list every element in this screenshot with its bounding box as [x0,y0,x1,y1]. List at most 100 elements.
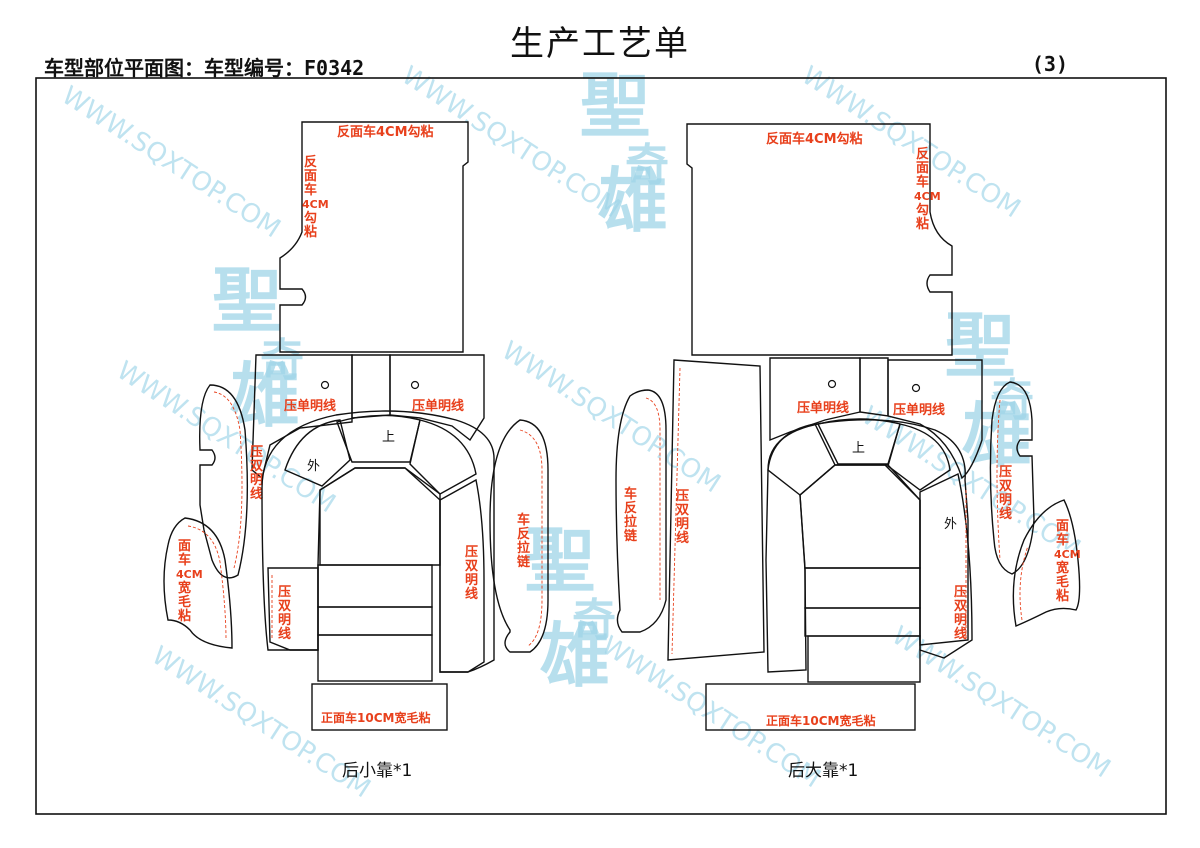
watermark-brand-char: 奇 [625,140,669,191]
svg-text:明: 明 [676,517,689,532]
sheet-frame [35,77,1167,815]
svg-text:压: 压 [278,585,291,600]
svg-text:宽: 宽 [177,580,191,596]
svg-text:双: 双 [465,559,478,574]
svg-text:粘: 粘 [915,216,929,232]
right-reverse-zipper: 车 反 拉 链 [623,486,638,544]
left-top-panel-side-label: 反 面 车 4CM 勾 粘 [302,154,329,240]
left-seat-right-arc [409,419,477,495]
svg-text:面: 面 [178,539,191,554]
page-number: (3) [1031,52,1068,76]
right-top-panel-side-label: 反 面 车 4CM 勾 粘 [914,146,941,232]
left-inner-left-strip [267,567,319,651]
left-press-double-inner-right: 压 双 明 线 [465,545,478,602]
svg-text:车: 车 [304,182,317,198]
watermark-brand-char: 聖 [212,259,282,342]
svg-text:面: 面 [304,169,317,184]
right-hole-mark [911,383,921,393]
right-bottom-strip [705,683,916,731]
left-small-bottom-piece [163,517,233,649]
watermark-brand-char: 聖 [525,519,595,602]
right-up-mark: 上 [852,441,865,456]
svg-text:反: 反 [624,500,637,516]
svg-text:压: 压 [954,585,967,600]
left-far-side-strip [199,384,249,579]
svg-text:勾: 勾 [916,202,929,218]
svg-text:压: 压 [465,545,478,560]
svg-text:压: 压 [250,445,263,460]
right-small-bottom-piece [1012,499,1081,627]
svg-text:双: 双 [954,599,967,614]
svg-text:拉: 拉 [624,514,637,530]
left-bottom-strip [311,683,448,731]
watermark-brand-char: 奇 [990,375,1034,426]
svg-text:双: 双 [676,503,689,518]
svg-text:线: 线 [999,506,1012,522]
document-title: 生产工艺单 [510,24,690,64]
left-reverse-zipper: 车 反 拉 链 [516,512,531,570]
svg-text:明: 明 [954,613,967,628]
right-far-side-strip [989,381,1035,575]
svg-text:线: 线 [250,486,263,502]
left-stack-rect-1 [317,564,433,608]
right-press-double-inner-right: 压 双 明 线 [954,585,967,642]
svg-text:压: 压 [999,465,1012,480]
watermark-layer: WWW.SQXTOP.COM WWW.SQXTOP.COM WWW.SQXTOP… [56,61,1115,805]
right-seat-left-arc [767,423,836,496]
left-pattern-group: 反面车4CM勾粘 反 面 车 4CM 勾 粘 压单明线 压单明线 压 双 明 线 [163,121,549,781]
watermark-brand-char: 雄 [598,159,668,242]
svg-text:明: 明 [250,473,263,488]
svg-text:毛: 毛 [178,594,191,610]
right-zipper-curve-piece [615,389,667,633]
svg-text:车: 车 [624,486,637,502]
left-seat-shell [261,410,495,673]
watermark-brand-char: 聖 [945,304,1015,387]
svg-text:明: 明 [465,573,478,588]
svg-text:反: 反 [517,526,530,542]
left-upper-right-piece [389,354,485,442]
svg-text:毛: 毛 [1056,574,1069,590]
left-zipper-curve-piece [489,419,549,653]
svg-text:勾: 勾 [304,210,317,226]
right-seat-right-arc [887,423,951,491]
watermark-brand-char: 奇 [260,335,304,386]
left-face-wide-velcro: 面 车 4CM 宽 毛 粘 [176,539,203,624]
svg-text:4CM: 4CM [176,568,203,581]
watermark-brand-char: 聖 [580,64,650,147]
watermark-url: WWW.SQXTOP.COM [111,356,340,520]
left-top-panel-label: 反面车4CM勾粘 [337,124,434,140]
left-inner-right-strip [439,478,485,673]
svg-text:4CM: 4CM [1054,548,1081,561]
right-press-double-side: 压 双 明 线 [999,465,1012,522]
svg-text:反: 反 [916,146,929,162]
right-tall-panel [667,359,765,661]
svg-text:线: 线 [465,586,478,602]
svg-text:线: 线 [954,626,967,642]
svg-text:车: 车 [916,174,929,190]
right-inner-right-strip [919,472,973,659]
svg-text:粘: 粘 [177,608,191,624]
left-stack-rect-2 [317,606,433,636]
left-press-double-side: 压 双 明 线 [250,445,263,502]
right-press-single-left: 压单明线 [797,400,849,416]
left-upper-center-strip [351,354,391,419]
left-seat-inner-arc [284,419,351,487]
watermark-brand-char: 奇 [572,595,616,646]
right-layout-caption: 后大靠*1 [788,761,858,781]
svg-text:车: 车 [178,552,191,568]
right-pattern-group: 反面车4CM勾粘 反 面 车 4CM 勾 粘 压单明线 压单明线 车 反 拉 链 [615,123,1081,781]
left-hole-mark [410,380,420,390]
right-bottom-strip-label: 正面车10CM宽毛粘 [766,713,875,728]
svg-text:宽: 宽 [1055,560,1069,576]
left-out-mark: 外 [307,459,320,474]
svg-text:明: 明 [999,493,1012,508]
svg-text:线: 线 [676,530,689,546]
left-press-single-left: 压单明线 [284,398,336,414]
svg-text:拉: 拉 [517,540,530,556]
watermark-url: WWW.SQXTOP.COM [496,336,725,500]
left-press-single-right: 压单明线 [412,398,464,414]
left-top-panel [279,121,469,353]
svg-text:链: 链 [516,554,531,570]
right-top-panel [686,123,953,356]
